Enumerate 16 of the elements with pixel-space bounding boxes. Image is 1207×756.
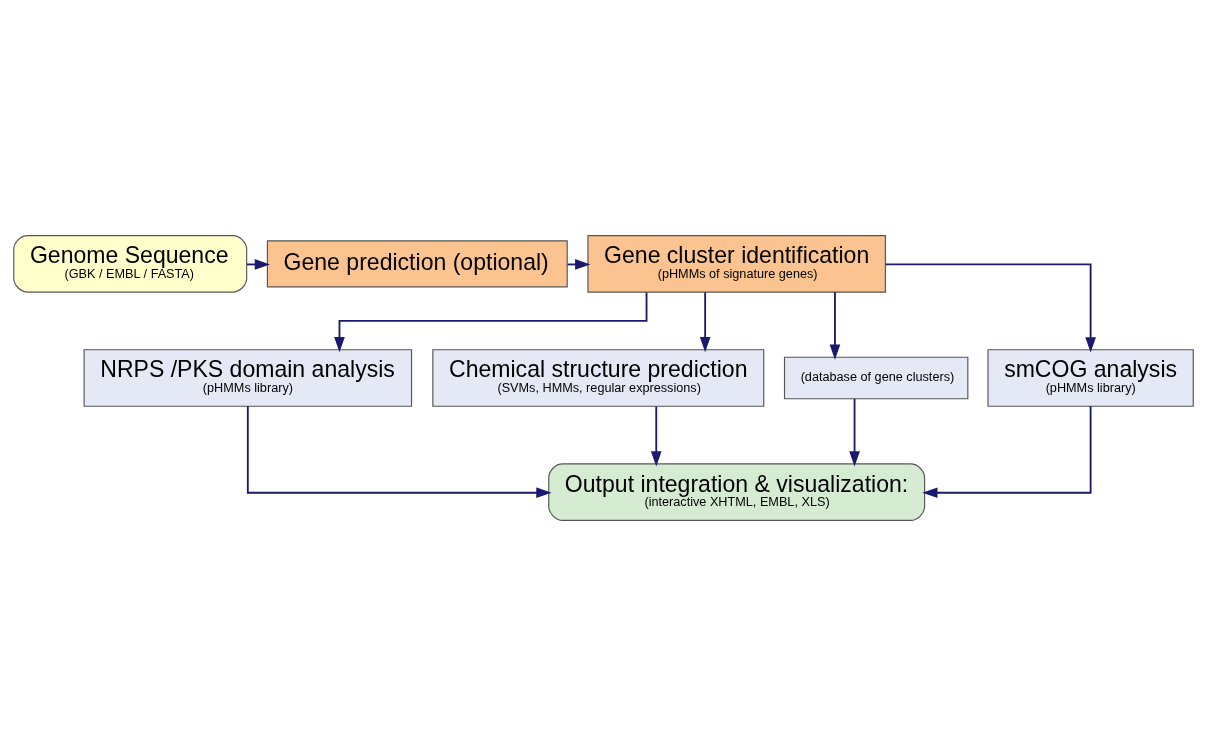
node-box: Gene prediction (optional) <box>266 240 568 288</box>
arrow <box>246 405 552 499</box>
node-box: smCOG analysis (pHMMs library) <box>987 349 1194 407</box>
arrow <box>650 405 662 467</box>
arrow <box>829 291 841 360</box>
node-box: NRPS /PKS domain analysis (pHMMs library) <box>83 349 413 407</box>
node-box: Gene cluster identification (pHMMs of signature genes) <box>587 235 886 293</box>
node-box: Output integration & visualization: (interactive XHTML, EMBL, XLS) <box>548 463 926 521</box>
arrow <box>334 291 648 353</box>
node-box: Chemical structure prediction (SVMs, HMMs, regular expressions) <box>432 349 765 407</box>
arrow <box>884 263 1096 353</box>
node-box: Genome Sequence (GBK / EMBL / FASTA) <box>13 235 248 293</box>
node-box: (database of gene clusters) <box>783 356 969 400</box>
arrow <box>699 291 711 353</box>
arrow <box>922 405 1092 499</box>
arrow <box>849 398 860 467</box>
